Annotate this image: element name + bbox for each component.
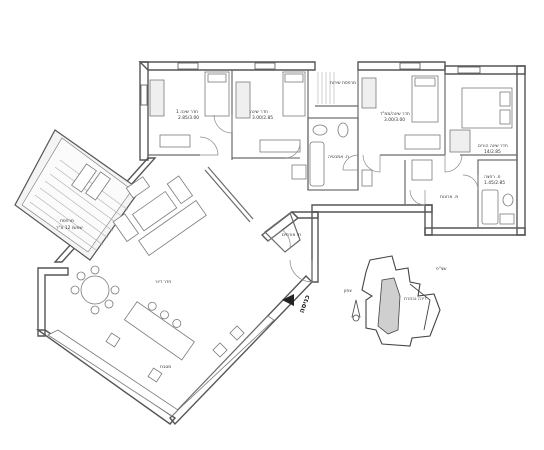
room-label-kitchen: מטבח [160,365,171,370]
door-swings [199,114,479,283]
pillow-icon [499,91,511,107]
dining-table-icon [80,275,110,305]
desk-icon [404,134,441,150]
pillow-icon [414,77,436,87]
key-map: צפון דירה נבחרת שצ"פ [344,255,446,347]
room-label-parents-bath: ח. רחצה [484,175,501,180]
balcony-area: שמש/ 12 מ"ר [56,225,83,231]
selected-unit-highlight [377,277,401,335]
bed-icon [282,71,306,117]
room-labels: חדר שינה 1 2.85/3.00 חדר שינה 3.00/2.85 … [155,81,508,370]
north-arrow-icon [351,299,361,318]
wardrobe-icon [361,77,377,109]
bedroom-furniture [149,71,515,225]
wardrobe-icon [449,129,471,153]
room-label-laundry: מרפסת שירות [330,81,356,86]
lounger-icon [71,163,97,193]
room-area-mamad: 3.00/3.00 [384,117,405,123]
chair-icon [76,271,86,281]
room-label-mamad: חדר שינה/ממ"ד [380,111,410,117]
coffee-table-icon [131,190,178,232]
room-label-corridor: מ. ארונות [440,195,458,200]
room-area-bedroom-2: 3.00/2.85 [252,115,273,121]
entrance-label: כניסה [298,294,312,314]
pillow-icon [284,73,304,83]
sofa-icon [138,199,207,256]
armchair-icon [166,175,194,205]
dining-set [70,265,120,315]
room-label-bath: ח. אמבטיה [328,155,349,160]
island-icon [123,301,195,361]
room-area-parents-bath: 1.45/2.85 [484,180,505,186]
room-label-parents: חדר שינה הורים [478,144,508,149]
room-label-bedroom-1: חדר שינה 1 [176,109,198,115]
room-area-bedroom-1: 2.85/3.00 [178,115,199,121]
stove-icon [105,332,121,348]
key-map-label-a: צפון [344,289,352,294]
pillow-icon [499,109,511,125]
bathtub-icon [309,141,325,187]
shower-icon [481,189,499,225]
sink-icon [147,367,163,383]
balcony-label: מרפסת [60,219,74,224]
pillow-icon [207,73,227,83]
room-area-parents: 14/2.85 [484,149,501,155]
laundry-grille [317,72,335,104]
sink-icon [361,169,373,187]
stool-icon [147,301,157,311]
stool-icon [160,310,169,320]
room-label-bedroom-2: חדר שינה [250,110,268,115]
room-label-living: חדר דיור [155,280,171,285]
toilet-icon [502,193,514,207]
plant-icon [125,176,151,199]
balcony: מרפסת שמש/ 12 מ"ר [14,129,141,261]
fridge-icon [212,342,228,358]
wardrobe-icon [235,81,251,119]
tv-unit [204,166,254,223]
chair-icon [70,285,80,295]
kitchen-island [123,301,195,361]
entrance-arrow-icon [282,294,294,306]
stool-icon [172,319,182,328]
chair-icon [104,299,114,309]
kitchen-counter [47,315,275,417]
living-furniture [112,175,207,256]
desk-icon [259,139,301,153]
chair-icon [90,305,100,315]
oven-icon [229,325,245,341]
key-map-label-c: שצ"פ [436,266,446,272]
toilet-icon [337,122,349,138]
desk-icon [159,134,191,148]
lounger-icon [85,171,111,201]
room-label-guest-wc: ח. אורחים [282,233,301,238]
cabinet-icon [291,164,307,180]
sink-icon [312,124,328,136]
sink-icon [499,213,515,225]
chair-icon [110,285,120,295]
north-arrow-base-icon [352,314,360,322]
armchair-icon [112,213,140,243]
key-map-label-b: דירה נבחרת [404,297,427,302]
windows [140,62,481,106]
chair-icon [90,265,100,275]
closet-icon [411,159,433,181]
wardrobe-icon [149,79,165,117]
